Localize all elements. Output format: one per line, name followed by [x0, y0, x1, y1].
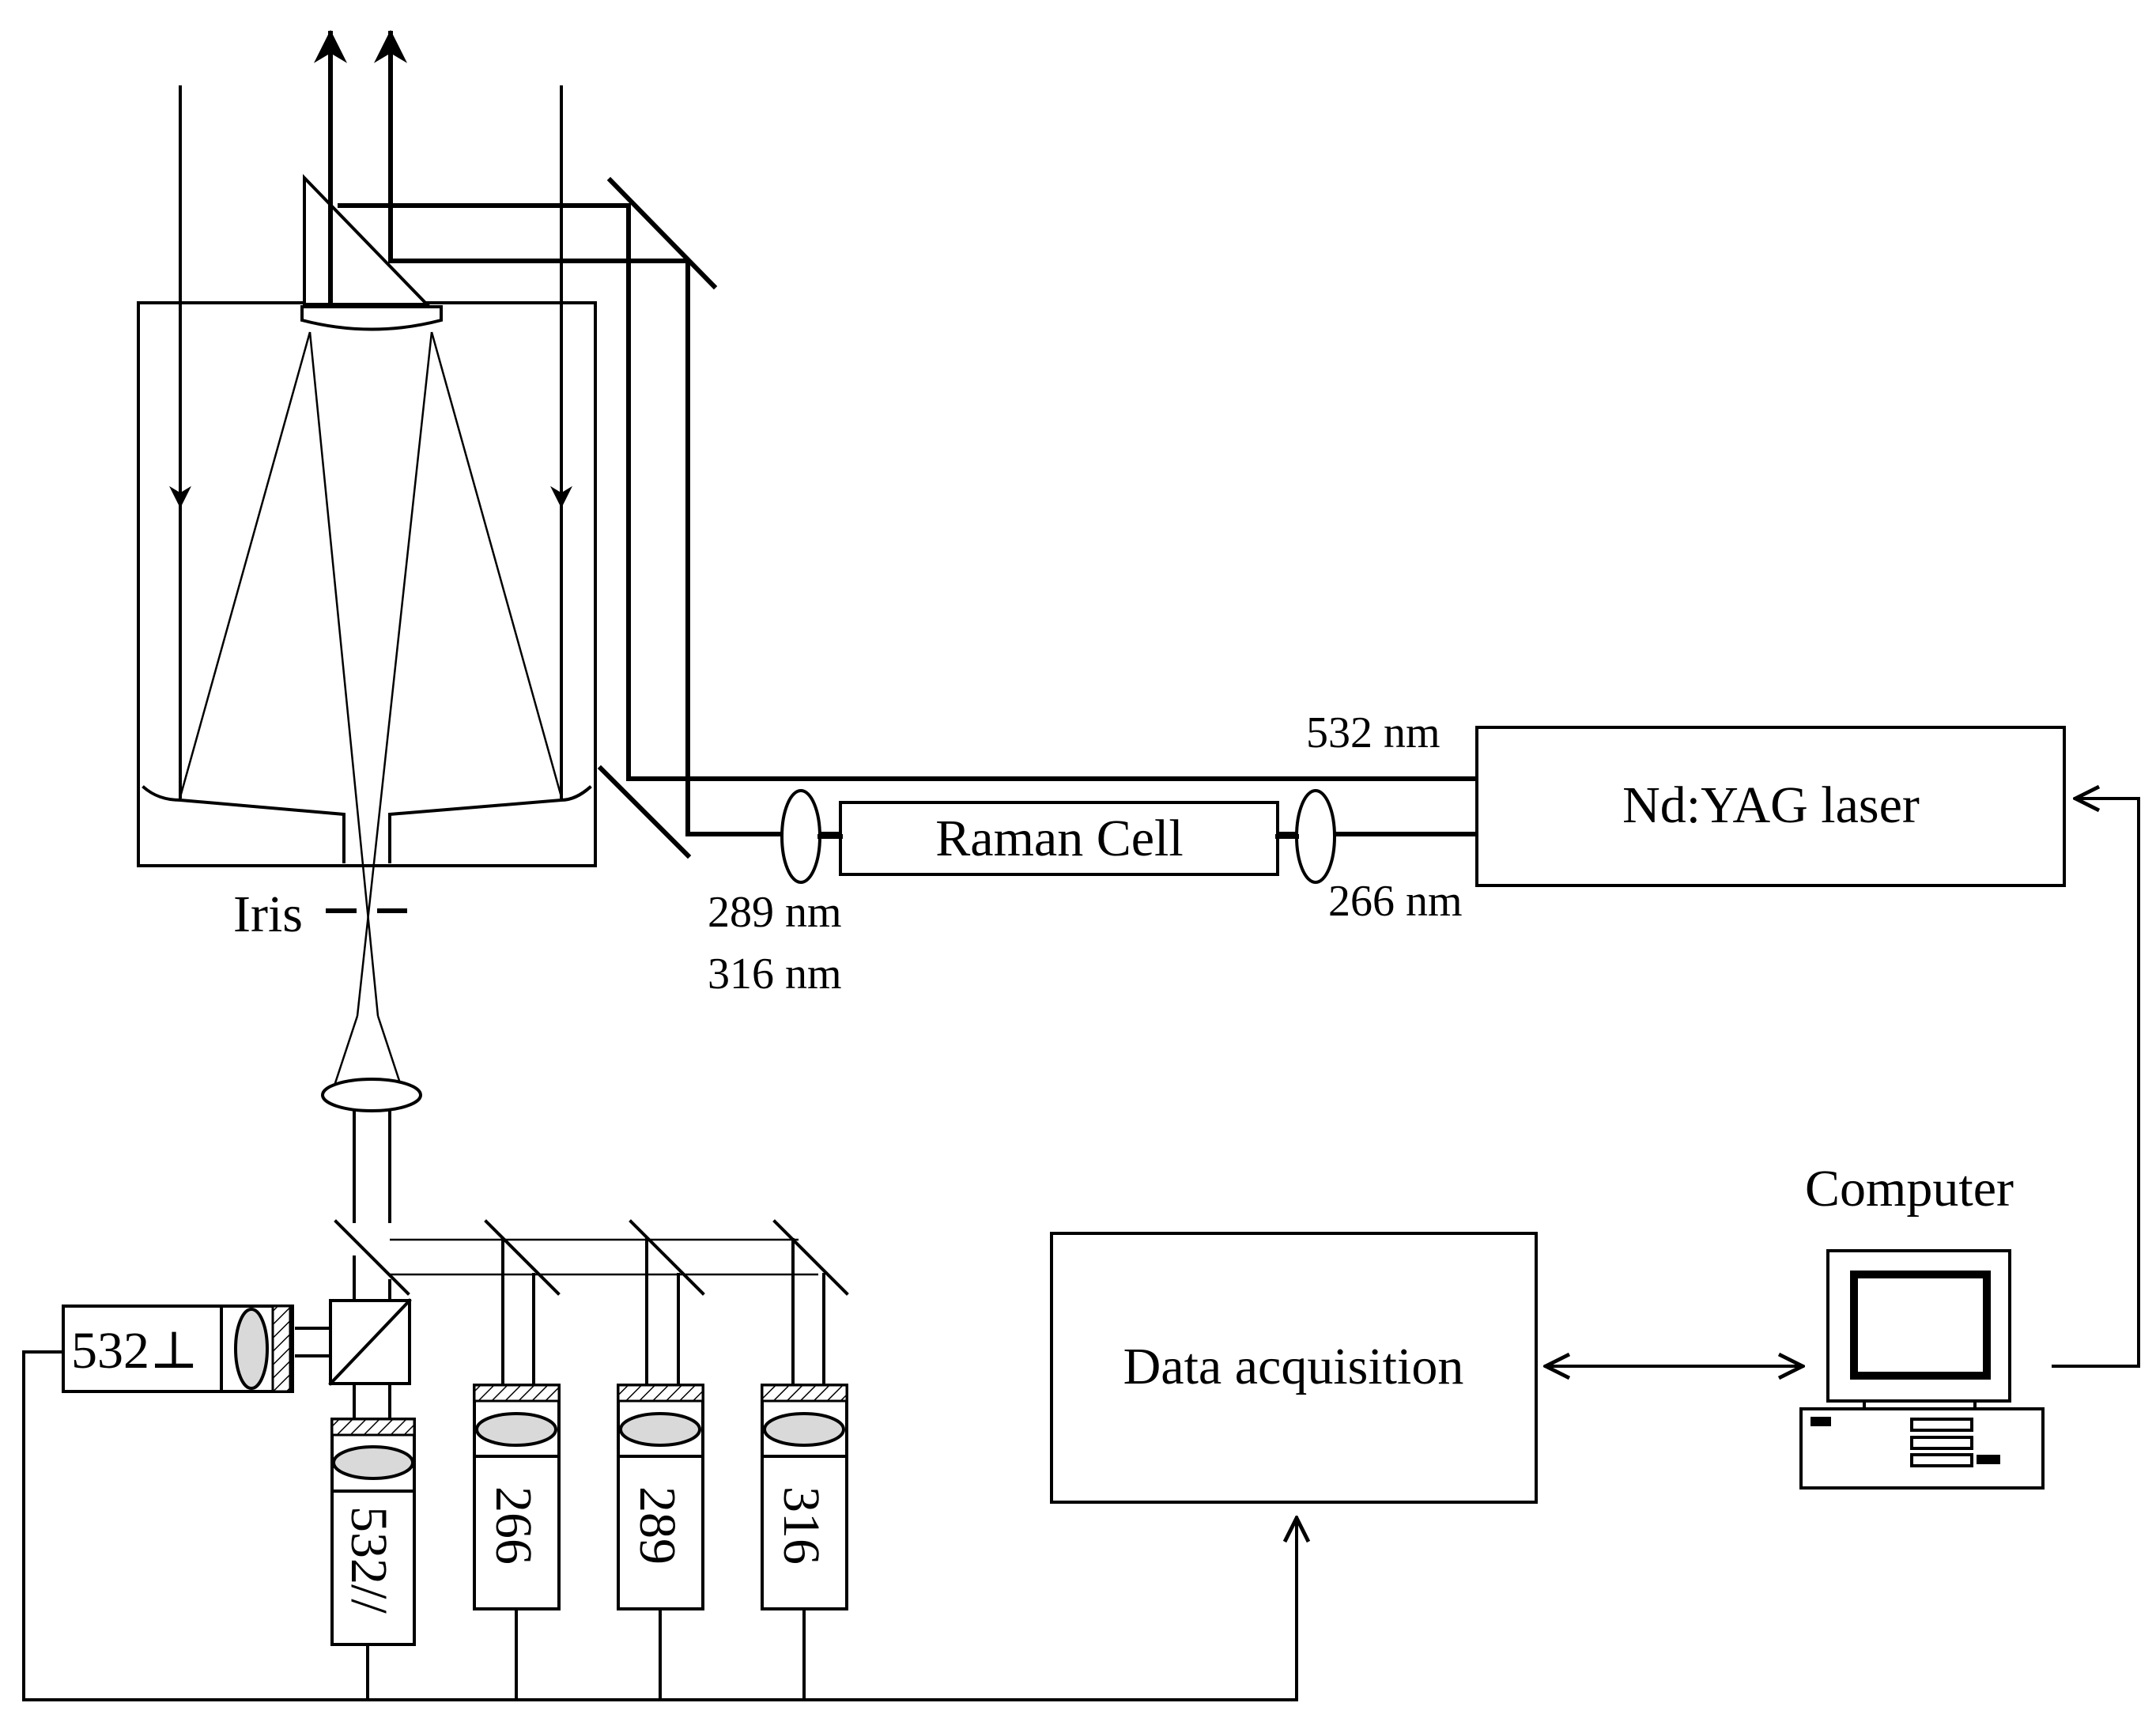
primary-mirror-right [388, 785, 592, 863]
telescope [137, 85, 597, 1093]
detector-532-par-label: 532// [340, 1506, 398, 1614]
laser-label: Nd:YAG laser [1622, 776, 1920, 834]
computer-icon [1799, 1249, 2045, 1490]
wavelength-266: 266 nm [1328, 877, 1463, 926]
wavelength-532: 532 nm [1306, 708, 1440, 757]
raman-lens-left [780, 789, 821, 884]
telescope-tube [137, 301, 597, 867]
detector-316: 316 [761, 1384, 848, 1610]
data-acquisition-label: Data acquisition [1123, 1338, 1464, 1395]
detector-532-perp-label: 532⊥ [71, 1322, 198, 1380]
nd-yag-laser [1475, 726, 2066, 887]
detector-532-perpendicular: 532⊥ [62, 1305, 294, 1393]
detector-266-label: 266 [485, 1486, 542, 1565]
detector-532-parallel: 532// [330, 1418, 416, 1646]
wavelength-289: 289 nm [708, 888, 842, 937]
turning-mirror-top [606, 176, 718, 290]
signal-cables [22, 1350, 1297, 1701]
beam-steering-prism [303, 174, 431, 306]
detector-266: 266 [473, 1384, 561, 1610]
detector-289-label: 289 [629, 1486, 686, 1565]
polarizing-beam-splitter [328, 1298, 412, 1386]
wavelength-316: 316 nm [708, 950, 842, 999]
data-acquisition-box [1050, 1232, 1538, 1504]
computer-laser-control [2052, 799, 2140, 1368]
detector-316-label: 316 [772, 1486, 830, 1565]
secondary-mirror [300, 305, 443, 331]
computer-label: Computer [1805, 1160, 2014, 1218]
raman-lens-right [1295, 789, 1336, 884]
detector-289: 289 [617, 1384, 704, 1610]
iris-label: Iris [233, 885, 303, 943]
raman-cell-label: Raman Cell [935, 810, 1183, 867]
collimating-lens [321, 1078, 422, 1112]
optical-rays [179, 331, 563, 1093]
primary-mirror-left [142, 785, 345, 863]
turning-mirror-bottom [597, 765, 692, 859]
receiver-paths [295, 1109, 849, 1421]
